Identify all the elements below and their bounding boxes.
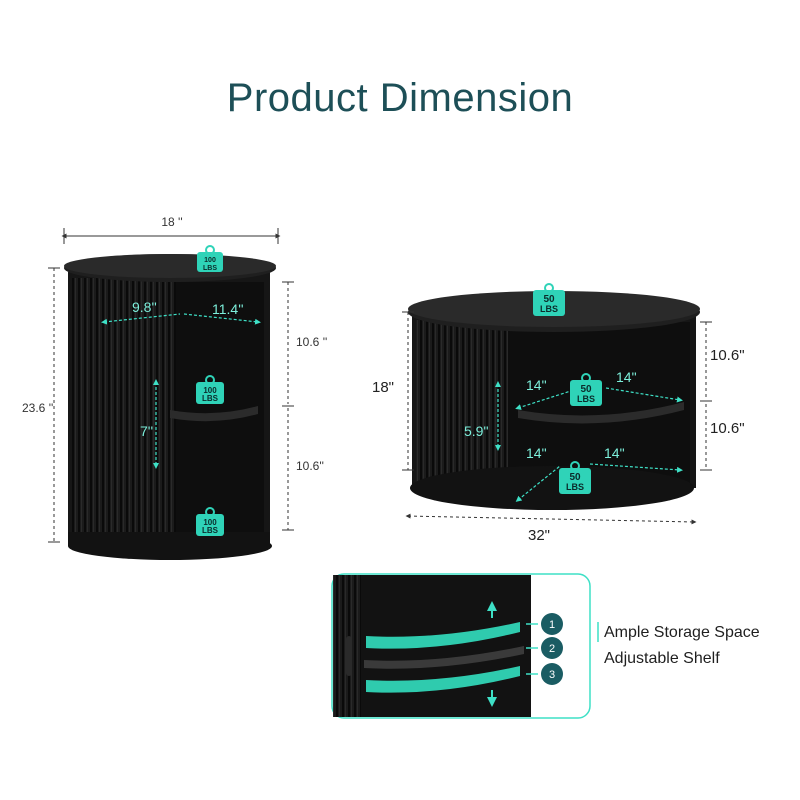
coffee-bottom-load-number: 50 <box>569 472 581 483</box>
side-bottom-weight-badge: 100 LBS <box>196 507 224 536</box>
coffee-right-upper-label: 14" <box>616 369 637 385</box>
shelf-position-badge <box>541 637 563 659</box>
side-inner-right-label: 11.4'' <box>212 301 244 317</box>
coffee-table-dimensions <box>402 311 712 525</box>
coffee-width-label: 32" <box>528 527 550 544</box>
shelf-position-2: 2 <box>549 643 555 655</box>
side-lower-height-label: 10.6'' <box>296 459 324 473</box>
feature-storage-text: Ample Storage Space <box>604 624 760 641</box>
side-shelf-height-label: 7'' <box>140 423 153 439</box>
adjustable-shelf-panel <box>331 573 591 719</box>
side-shelf-load-unit: LBS <box>202 394 219 403</box>
coffee-height-label: 18" <box>372 379 394 396</box>
coffee-top-load-number: 50 <box>543 294 555 305</box>
coffee-lower-height-label: 10.6" <box>710 420 745 437</box>
page-title: Product Dimension <box>226 76 574 120</box>
shelf-position-1: 1 <box>549 619 555 631</box>
shelf-position-badge <box>541 663 563 685</box>
side-top-load-number: 100 <box>204 257 216 264</box>
coffee-bottom-load-unit: LBS <box>566 482 584 492</box>
side-bottom-load-number: 100 <box>203 518 217 527</box>
coffee-top-load-unit: LBS <box>540 304 558 314</box>
side-width-label: 18 '' <box>161 215 182 229</box>
coffee-opening-label: 5.9" <box>464 423 488 439</box>
coffee-left-lower-label: 14" <box>526 445 547 461</box>
side-table <box>64 254 276 560</box>
side-shelf-weight-badge: 100 LBS <box>196 375 224 404</box>
shelf-position-badges: 1 2 3 <box>541 613 563 685</box>
coffee-top-weight-badge: 50 LBS <box>533 283 565 316</box>
coffee-shelf-load-number: 50 <box>580 384 592 395</box>
side-top-weight-badge: 100 LBS <box>197 245 223 272</box>
feature-shelf-text: Adjustable Shelf <box>604 650 720 667</box>
side-height-label: 23.6 '' <box>22 401 53 415</box>
shelf-position-3: 3 <box>549 669 555 681</box>
side-inner-left-label: 9.8'' <box>132 299 157 315</box>
side-shelf-load-number: 100 <box>203 386 217 395</box>
coffee-left-upper-label: 14" <box>526 377 547 393</box>
coffee-right-lower-label: 14" <box>604 445 625 461</box>
side-table-dimensions <box>48 228 294 543</box>
shelf-position-badge <box>541 613 563 635</box>
coffee-upper-height-label: 10.6" <box>710 347 745 364</box>
side-top-load-unit: LBS <box>203 265 217 272</box>
coffee-bottom-weight-badge: 50 LBS <box>559 461 591 494</box>
coffee-shelf-load-unit: LBS <box>577 394 595 404</box>
side-upper-height-label: 10.6 '' <box>296 335 327 349</box>
coffee-table <box>408 291 700 510</box>
coffee-shelf-weight-badge: 50 LBS <box>570 373 602 406</box>
side-bottom-load-unit: LBS <box>202 526 219 535</box>
